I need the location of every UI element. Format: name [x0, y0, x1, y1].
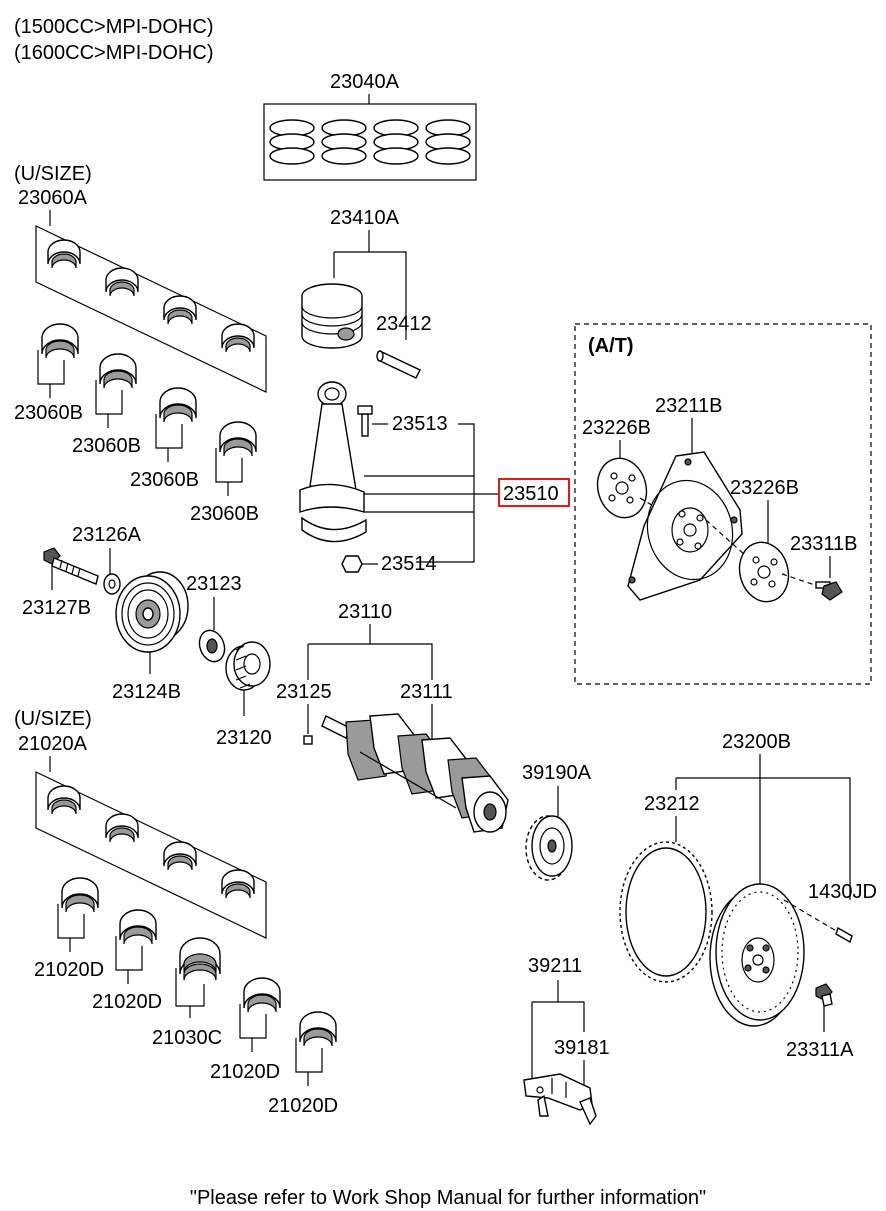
piston-assembly[interactable]: 23410A 23412	[301, 207, 432, 379]
label-21030C[interactable]: 21030C	[152, 1027, 222, 1049]
label-1430JD[interactable]: 1430JD	[808, 881, 877, 903]
label-23410A[interactable]: 23410A	[330, 207, 400, 229]
label-23311A[interactable]: 23311A	[786, 1039, 854, 1061]
footer-note: "Please refer to Work Shop Manual for fu…	[190, 1187, 706, 1209]
crank-pulley-group[interactable]: 23126A 23127B 23124B 23123	[22, 524, 272, 749]
label-21020D-2[interactable]: 21020D	[92, 991, 162, 1013]
label-21020D-1[interactable]: 21020D	[34, 959, 104, 981]
label-23514[interactable]: 23514	[381, 553, 437, 575]
usize-label-lower: (U/SIZE)	[14, 708, 92, 730]
label-23226B-2[interactable]: 23226B	[730, 477, 799, 499]
main-bearing-21020D-2[interactable]: 21020D	[92, 909, 162, 1013]
usize-label-upper: (U/SIZE)	[14, 163, 92, 185]
flywheel-assembly[interactable]: 23200B 23212 1430JD 23311A	[619, 731, 877, 1061]
label-23513[interactable]: 23513	[392, 413, 448, 435]
drive-plate-bolt	[815, 581, 843, 601]
label-23124B[interactable]: 23124B	[112, 681, 181, 703]
label-21020D-4[interactable]: 21020D	[268, 1095, 338, 1117]
label-23226B-1[interactable]: 23226B	[582, 417, 651, 439]
highlighted-part-box	[498, 478, 570, 507]
main-bearing-23060B-2[interactable]: 23060B	[72, 353, 141, 457]
sensor-wheel	[525, 815, 573, 881]
crankshaft	[321, 713, 509, 833]
crank-sprocket-spacer	[198, 629, 226, 663]
main-bearing-23060B-3[interactable]: 23060B	[130, 387, 199, 491]
crankshaft-assembly[interactable]: 23110 23125 23111	[276, 601, 509, 833]
sensor-bracket-assembly[interactable]: 39211 39181	[523, 955, 610, 1126]
label-23111[interactable]: 23111	[400, 681, 453, 703]
label-23212[interactable]: 23212	[644, 793, 700, 815]
at-label: (A/T)	[588, 335, 634, 357]
main-bearing-set-lower[interactable]: (U/SIZE) 21020A	[14, 708, 267, 939]
label-39181[interactable]: 39181	[554, 1037, 610, 1059]
drive-plate	[627, 451, 743, 601]
main-bearing-21020D-1[interactable]: 21020D	[34, 877, 104, 981]
crank-position-sensor-wheel[interactable]: 39190A	[522, 762, 592, 881]
piston	[301, 283, 363, 349]
label-39211[interactable]: 39211	[528, 955, 582, 977]
label-23200B[interactable]: 23200B	[722, 731, 791, 753]
label-23123[interactable]: 23123	[186, 573, 242, 595]
pulley-washer	[103, 573, 121, 595]
bearing-shells-upper	[47, 239, 255, 353]
at-drive-plate-group[interactable]: (A/T) 23211B 23226B 23226B 23311B	[574, 323, 872, 685]
connecting-rod	[299, 381, 373, 573]
label-23060B-3[interactable]: 23060B	[130, 469, 199, 491]
label-21020D-3[interactable]: 21020D	[210, 1061, 280, 1083]
label-23412[interactable]: 23412	[376, 313, 432, 335]
label-23060B-1[interactable]: 23060B	[14, 402, 83, 424]
main-bearing-21020D-4[interactable]: 21020D	[268, 1011, 338, 1117]
label-23060A[interactable]: 23060A	[18, 187, 88, 209]
label-23120[interactable]: 23120	[216, 727, 272, 749]
main-bearing-21020D-3[interactable]: 21020D	[210, 977, 281, 1083]
piston-rings	[269, 119, 471, 165]
flywheel-bolt	[815, 983, 833, 1007]
sensor-bracket	[523, 1073, 597, 1126]
label-23060B-2[interactable]: 23060B	[72, 435, 141, 457]
label-23126A[interactable]: 23126A	[72, 524, 142, 546]
label-21020A[interactable]: 21020A	[18, 733, 88, 755]
pulley-bolt	[43, 547, 99, 585]
bearing-shells-lower	[47, 785, 255, 899]
piston-ring-set[interactable]: 23040A	[263, 71, 477, 181]
label-23110[interactable]: 23110	[338, 601, 392, 623]
drive-plate-spacer-front	[596, 457, 648, 519]
main-bearing-set-upper[interactable]: (U/SIZE) 23060A	[14, 163, 267, 393]
crank-key	[303, 735, 313, 745]
engine-spec-line-2: (1600CC>MPI-DOHC)	[14, 42, 213, 64]
label-23040A[interactable]: 23040A	[330, 71, 400, 93]
ring-set-frame	[263, 103, 477, 181]
label-23127B[interactable]: 23127B	[22, 597, 91, 619]
connecting-rod-assembly[interactable]: 23513 23510 23514	[299, 381, 570, 575]
engine-spec-line-1: (1500CC>MPI-DOHC)	[14, 16, 213, 38]
thrust-bearing-21030C[interactable]: 21030C	[152, 937, 222, 1049]
label-23125[interactable]: 23125	[276, 681, 332, 703]
ring-gear	[619, 841, 713, 983]
label-39190A[interactable]: 39190A	[522, 762, 592, 784]
crank-pulley	[115, 571, 189, 653]
label-23311B[interactable]: 23311B	[790, 533, 857, 555]
label-23060B-4[interactable]: 23060B	[190, 503, 259, 525]
main-bearing-23060B-1[interactable]: 23060B	[14, 323, 83, 424]
label-23211B[interactable]: 23211B	[655, 395, 722, 417]
flywheel	[709, 883, 805, 1027]
piston-pin	[376, 350, 421, 379]
at-dashed-frame	[574, 323, 872, 685]
label-23510[interactable]: 23510	[503, 483, 559, 505]
crank-sprocket	[225, 641, 271, 691]
drive-plate-spacer-rear	[738, 541, 790, 603]
dowel-pin	[835, 926, 853, 944]
main-bearing-23060B-4[interactable]: 23060B	[190, 421, 259, 525]
